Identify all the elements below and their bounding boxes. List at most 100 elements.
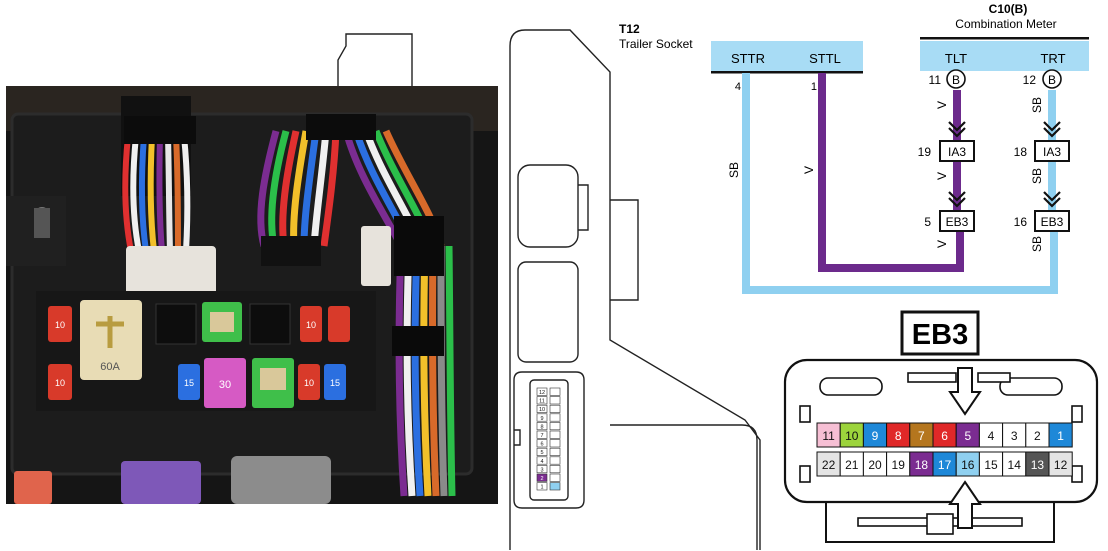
pin-1: 1 — [811, 81, 817, 93]
fuse-label: 10 — [55, 378, 65, 388]
t12-name: Trailer Socket — [619, 37, 693, 51]
fuse-10a-1: 10 — [48, 306, 72, 342]
terminal-sttr: STTR — [731, 51, 765, 66]
green-fuse-top — [202, 302, 242, 342]
eb3-pin-number: 21 — [845, 458, 859, 472]
right-wire-harness — [392, 216, 456, 497]
eb3-pin-13: 13 — [1025, 451, 1050, 477]
eb3-pin-9: 9 — [862, 422, 888, 448]
down-arrow-icon — [948, 367, 982, 416]
orange-fuse — [14, 471, 52, 504]
eb3-pin-20: 20 — [862, 451, 888, 477]
wire-v — [818, 73, 964, 272]
socket-pin-label: 3 — [540, 467, 543, 473]
junction-label: IA3 — [948, 145, 966, 159]
wire-color-v: V — [935, 172, 949, 180]
left-harness-connector — [126, 246, 216, 296]
socket-pin-cavity — [549, 456, 561, 465]
eb3-pin-8: 8 — [886, 422, 911, 448]
eb3-pin-10: 10 — [839, 422, 864, 448]
eb3-title: EB3 — [912, 319, 968, 351]
gray-relay — [231, 456, 331, 504]
socket-pin-label: 12 — [539, 390, 545, 396]
fuse-label: 60A — [100, 361, 120, 373]
socket-pin-1 — [536, 482, 548, 491]
socket-pin-cavity — [549, 413, 561, 422]
pin-12: 12 — [1023, 73, 1037, 87]
socket-pin-cavity — [549, 439, 561, 448]
wire-color-sb: SB — [1030, 168, 1044, 184]
junction-eb3-left: EB3 — [939, 210, 975, 232]
socket-pin-cavity — [549, 396, 561, 405]
empty-slot — [155, 303, 197, 345]
fuse-10a-2: 10 — [48, 364, 72, 400]
eb3-pin-number: 19 — [892, 458, 906, 472]
socket-pin-label: 8 — [540, 424, 543, 430]
terminal-trt: TRT — [1040, 51, 1065, 66]
ground-b-circle — [1042, 69, 1062, 89]
junction-pin-16: 16 — [1014, 215, 1028, 229]
center-connector — [261, 236, 321, 266]
eb3-pin-1: 1 — [1048, 422, 1073, 448]
socket-pin-12 — [536, 387, 548, 396]
wire-color-v: V — [935, 240, 949, 248]
eb3-pin-11: 11 — [816, 422, 841, 448]
right-connector-plug — [361, 226, 391, 286]
eb3-pin-2: 2 — [1025, 422, 1050, 448]
eb3-pin-number: 20 — [868, 458, 882, 472]
socket-pin-label: 2 — [540, 476, 543, 482]
junction-label: EB3 — [946, 215, 969, 229]
socket-pin-label: 11 — [539, 399, 545, 405]
junction-label: IA3 — [1043, 145, 1061, 159]
c10-terminal-bar — [920, 41, 1089, 71]
eb3-pin-19: 19 — [886, 451, 911, 477]
fuse-label: 10 — [306, 320, 316, 330]
ground-b-label: B — [952, 73, 960, 87]
fuse-label: 15 — [184, 378, 194, 388]
eb3-connector-face — [783, 358, 1099, 543]
eb3-pin-number: 8 — [895, 429, 902, 443]
socket-pin-cavity — [549, 422, 561, 431]
junction-eb3-right: EB3 — [1034, 210, 1070, 232]
eb3-pin-number: 12 — [1054, 458, 1068, 472]
t12-terminal-bar — [711, 41, 863, 71]
socket-pin-3 — [536, 465, 548, 474]
socket-pin-cavity — [549, 387, 561, 396]
eb3-pin-6: 6 — [932, 422, 957, 448]
socket-pin-label: 9 — [540, 416, 543, 422]
socket-pin-label: 4 — [540, 459, 543, 465]
eb3-pin-number: 14 — [1008, 458, 1022, 472]
bolt-shaft — [34, 208, 50, 238]
purple-relay — [121, 461, 201, 504]
wire-color-sb: SB — [727, 162, 741, 178]
eb3-pin-number: 10 — [845, 429, 859, 443]
t12-terminal-bar-edge — [711, 71, 863, 74]
fuse-label: 15 — [330, 378, 340, 388]
empty-slot — [249, 303, 291, 345]
fuse-15a-2: 15 — [324, 364, 346, 400]
ground-b-circle — [946, 69, 966, 89]
up-arrow-icon — [948, 480, 982, 529]
eb3-pin-number: 2 — [1034, 429, 1041, 443]
left-wire-harness — [121, 96, 196, 252]
eb3-pin-number: 16 — [961, 458, 975, 472]
socket-pin-5 — [536, 447, 548, 456]
socket-pin-6 — [536, 439, 548, 448]
c10-name: Combination Meter — [955, 17, 1056, 31]
terminal-sttl: STTL — [809, 51, 841, 66]
fuse-10a-4: 10 — [298, 364, 320, 400]
eb3-pin-17: 17 — [932, 451, 957, 477]
fuse-red-top-right — [328, 306, 350, 342]
eb3-pin-number: 3 — [1011, 429, 1018, 443]
eb3-pin-number: 7 — [918, 429, 925, 443]
eb3-pin-number: 18 — [915, 458, 929, 472]
eb3-pin-16: 16 — [955, 451, 980, 477]
c10-id: C10(B) — [989, 2, 1028, 16]
pin-4: 4 — [735, 81, 741, 93]
socket-pin-9 — [536, 413, 548, 422]
socket-pin-2 — [536, 473, 548, 482]
eb3-pin-3: 3 — [1002, 422, 1027, 448]
fuse-label: 30 — [219, 379, 231, 391]
t12-id: T12 — [619, 22, 640, 36]
